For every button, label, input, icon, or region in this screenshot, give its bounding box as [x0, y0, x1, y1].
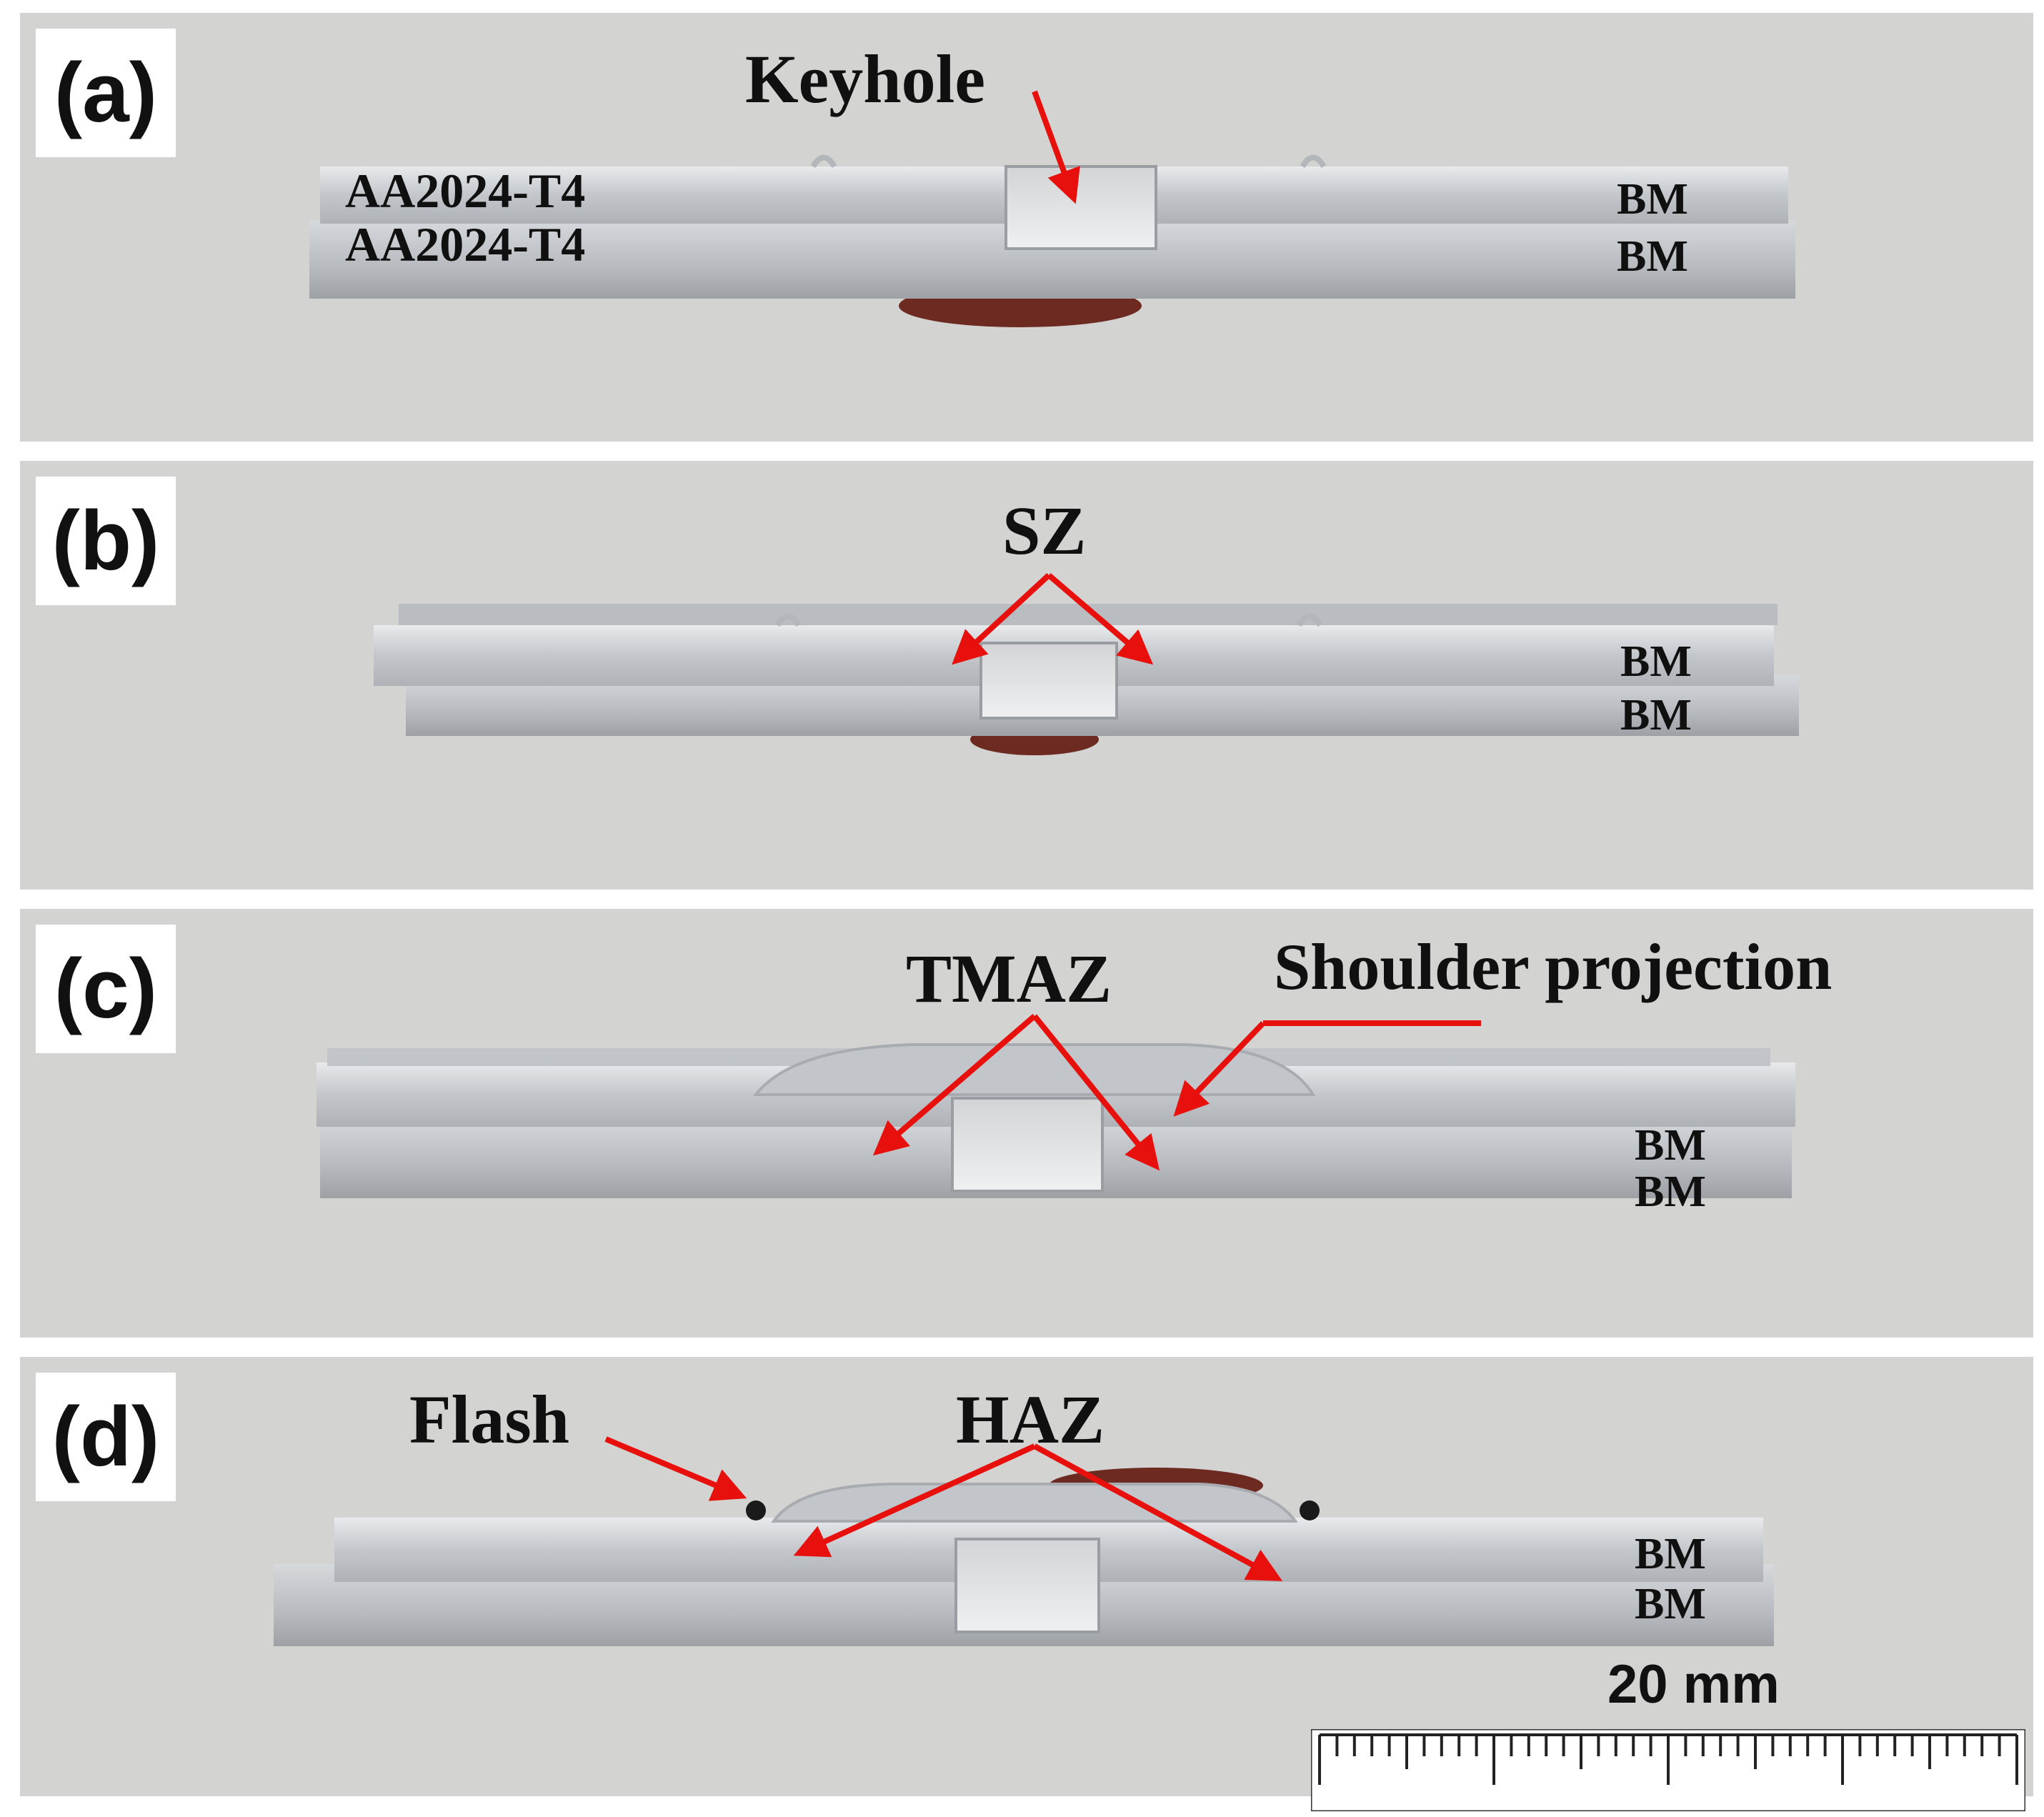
- specimen-photo-a: [20, 13, 2033, 442]
- specimen-photo-d: [20, 1357, 2033, 1796]
- sz-label: SZ: [1002, 492, 1087, 569]
- panel-d: (d) Flash HAZ BM BM: [20, 1357, 2033, 1796]
- bm-bottom-label: BM: [1635, 1580, 1706, 1628]
- shoulder-projection-label: Shoulder projection: [1274, 930, 1833, 1003]
- flash-label: Flash: [409, 1381, 570, 1458]
- panel-label-a: (a): [36, 29, 176, 157]
- haz-label: HAZ: [956, 1381, 1105, 1458]
- specimen-photo-c: [20, 909, 2033, 1338]
- bm-top-label: BM: [1635, 1121, 1706, 1170]
- panel-label-c: (c): [36, 925, 176, 1053]
- panel-c: (c) TMAZ Shoulder projection BM BM: [20, 909, 2033, 1338]
- panel-label-b: (b): [36, 477, 176, 605]
- bm-bottom-label: BM: [1635, 1168, 1706, 1216]
- scale-ruler: [1311, 1729, 2025, 1811]
- bm-bottom-label: BM: [1617, 232, 1688, 281]
- panel-label-d: (d): [36, 1373, 176, 1501]
- tmaz-label: TMAZ: [906, 940, 1112, 1017]
- top-sheet-label: AA2024-T4: [345, 164, 586, 218]
- keyhole-label: Keyhole: [745, 41, 985, 117]
- bm-top-label: BM: [1620, 637, 1692, 686]
- specimen-photo-b: [20, 461, 2033, 890]
- panel-b: (b) SZ BM BM: [20, 461, 2033, 890]
- panel-a: (a) Keyhole AA2024-T4 AA2024-T4 BM BM: [20, 13, 2033, 442]
- bottom-sheet-label: AA2024-T4: [345, 217, 586, 272]
- bm-top-label: BM: [1617, 175, 1688, 224]
- bm-top-label: BM: [1635, 1530, 1706, 1578]
- scale-label: 20 mm: [1607, 1654, 1780, 1715]
- bm-bottom-label: BM: [1620, 691, 1692, 740]
